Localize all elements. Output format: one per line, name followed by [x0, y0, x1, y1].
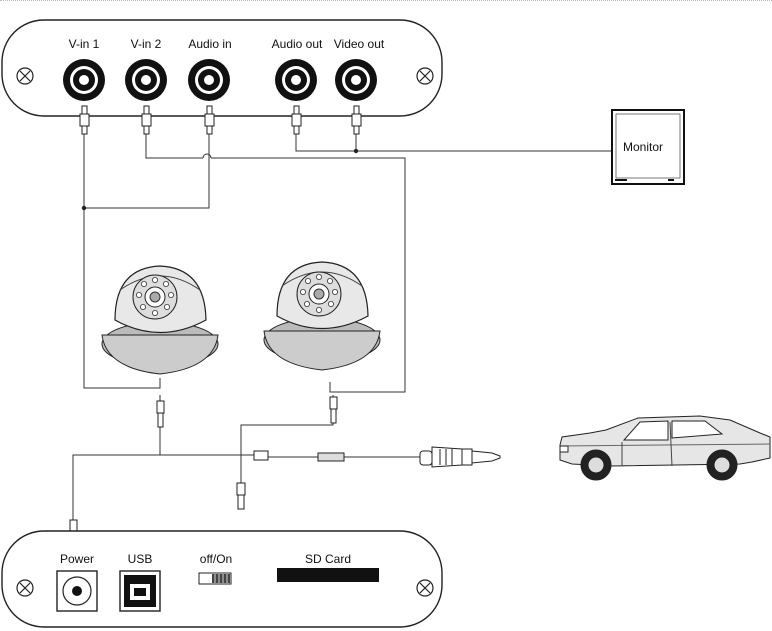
dome-camera-2 [263, 261, 381, 371]
port-label-audio-in: Audio in [188, 37, 232, 51]
usb-label: USB [127, 552, 153, 566]
top-border [0, 0, 772, 1]
rca-jack-video-out [335, 59, 377, 101]
rca-jack-vin1 [63, 59, 105, 101]
screw-icon-left [16, 67, 34, 85]
cable-connectors [69, 396, 345, 539]
car-illustration [559, 415, 771, 481]
power-switch [198, 572, 232, 585]
top-panel [1, 19, 443, 117]
junction-dot [353, 148, 359, 154]
rca-jack-audio-in [188, 59, 230, 101]
screw-icon-right [416, 579, 434, 597]
rca-plugs-top [79, 105, 362, 135]
bottom-panel [1, 530, 443, 628]
cigarette-plug [419, 446, 501, 468]
power-jack [56, 570, 98, 612]
port-label-audio-out: Audio out [271, 37, 323, 51]
port-label-video-out: Video out [333, 37, 385, 51]
screw-icon-left [16, 579, 34, 597]
screw-icon-right [416, 67, 434, 85]
usb-port-icon [119, 570, 161, 612]
dome-camera-1 [101, 265, 219, 375]
sd-card-label: SD Card [304, 552, 352, 566]
power-label: Power [59, 552, 95, 566]
switch-label: off/On [199, 552, 233, 566]
junction-dot [81, 205, 87, 211]
monitor-label: Monitor [623, 140, 664, 154]
rca-jack-audio-out [275, 59, 317, 101]
sd-card-slot [277, 568, 379, 582]
port-label-vin2: V-in 2 [130, 37, 162, 51]
rca-jack-vin2 [125, 59, 167, 101]
monitor [611, 109, 685, 185]
wires [72, 134, 612, 520]
port-label-vin1: V-in 1 [68, 37, 100, 51]
